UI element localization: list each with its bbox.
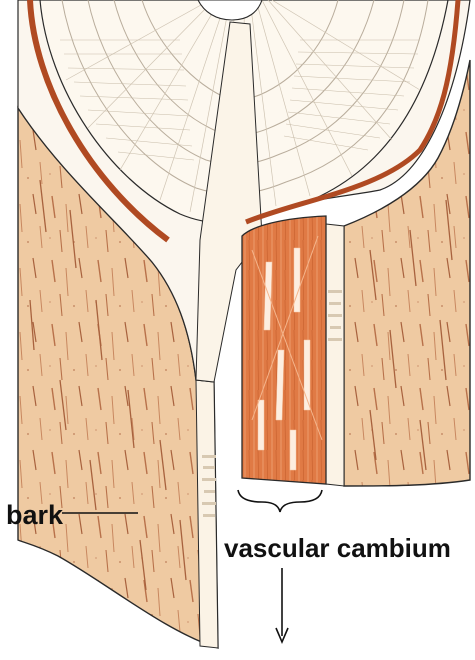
vascular-cambium-label: vascular cambium: [224, 533, 451, 563]
right-cut-wood-face: [326, 224, 344, 486]
bark-label: bark: [6, 500, 64, 530]
